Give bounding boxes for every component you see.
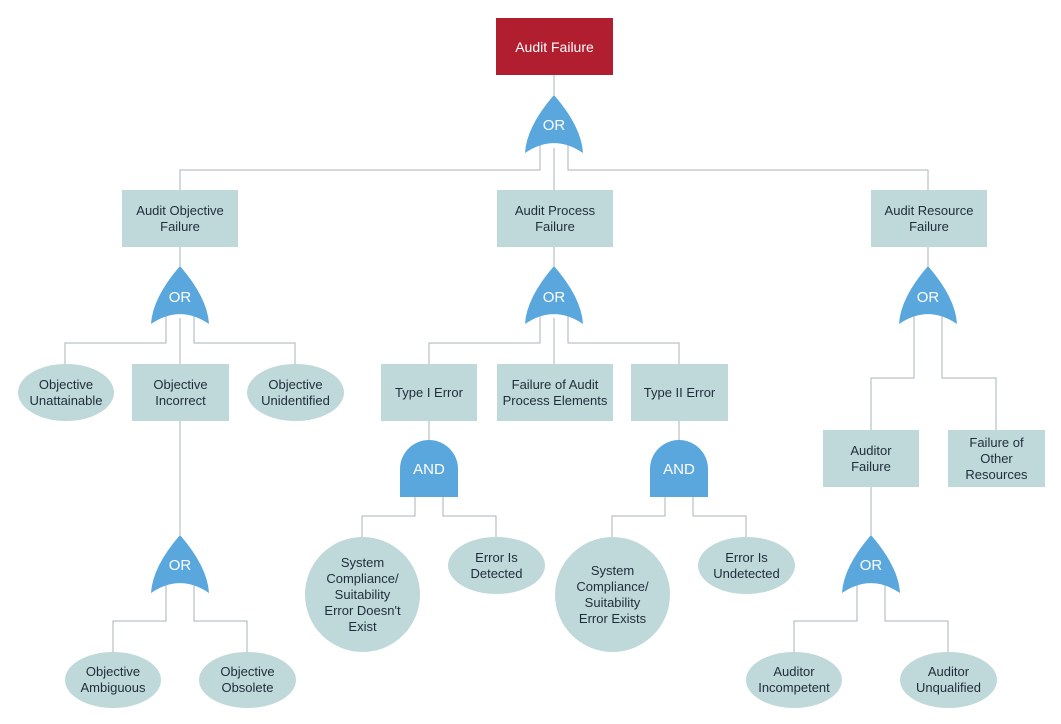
- objective-ambiguous: Objective Ambiguous: [65, 652, 161, 708]
- or-gate-process: [525, 266, 583, 324]
- audit-objective-failure: Audit Objective Failure: [122, 190, 238, 247]
- wire-or-to-unidentified: [193, 312, 296, 364]
- system-compliance-error-doesnt-exist: System Compliance/ Suitability Error Doe…: [305, 537, 420, 652]
- or-gate-objective: [151, 266, 209, 324]
- wire-and-to-undetected: [692, 497, 747, 537]
- wire-or-to-unqualified: [884, 580, 949, 652]
- wire-or-to-auditor-failure: [870, 312, 915, 430]
- failure-of-audit-process-elements: Failure of Audit Process Elements: [497, 364, 613, 421]
- failure-of-other-resources: Failure of Other Resources: [948, 430, 1045, 487]
- wire-or-to-type1: [428, 312, 541, 364]
- wire-or-to-ambiguous: [112, 580, 167, 652]
- or-gate-resource: [899, 266, 957, 324]
- auditor-unqualified: Auditor Unqualified: [900, 652, 997, 708]
- system-compliance-error-exists: System Compliance/ Suitability Error Exi…: [555, 537, 670, 652]
- objective-incorrect: Objective Incorrect: [132, 364, 229, 421]
- wire-and-to-exists: [611, 497, 666, 537]
- wire-or-to-other-resources: [941, 312, 997, 430]
- wire-and-to-doesnt-exist: [361, 497, 416, 537]
- wire-and-to-detected: [442, 497, 497, 537]
- and-gate-type2: [650, 440, 708, 497]
- and-gate-type1: [400, 440, 458, 497]
- objective-unidentified: Objective Unidentified: [247, 364, 344, 421]
- wire-or-to-obsolete: [193, 580, 248, 652]
- audit-resource-failure: Audit Resource Failure: [871, 190, 987, 247]
- wire-or-to-resource: [567, 140, 929, 190]
- objective-unattainable: Objective Unattainable: [18, 364, 114, 421]
- or-gate-incorrect: [151, 535, 209, 593]
- audit-process-failure: Audit Process Failure: [497, 190, 613, 247]
- error-is-undetected: Error Is Undetected: [698, 537, 795, 594]
- auditor-failure: Auditor Failure: [823, 430, 919, 487]
- or-gate-top: [525, 95, 583, 153]
- wire-or-to-type2: [567, 312, 680, 364]
- objective-obsolete: Objective Obsolete: [199, 652, 296, 708]
- top-event-audit-failure: Audit Failure: [496, 18, 613, 75]
- wire-or-to-objective: [179, 140, 541, 190]
- error-is-detected: Error Is Detected: [448, 537, 545, 594]
- type-i-error: Type I Error: [381, 364, 477, 421]
- wire-or-to-unattainable: [64, 312, 167, 364]
- or-gate-auditor: [842, 535, 900, 593]
- type-ii-error: Type II Error: [631, 364, 728, 421]
- wire-or-to-incompetent: [793, 580, 858, 652]
- auditor-incompetent: Auditor Incompetent: [746, 652, 842, 708]
